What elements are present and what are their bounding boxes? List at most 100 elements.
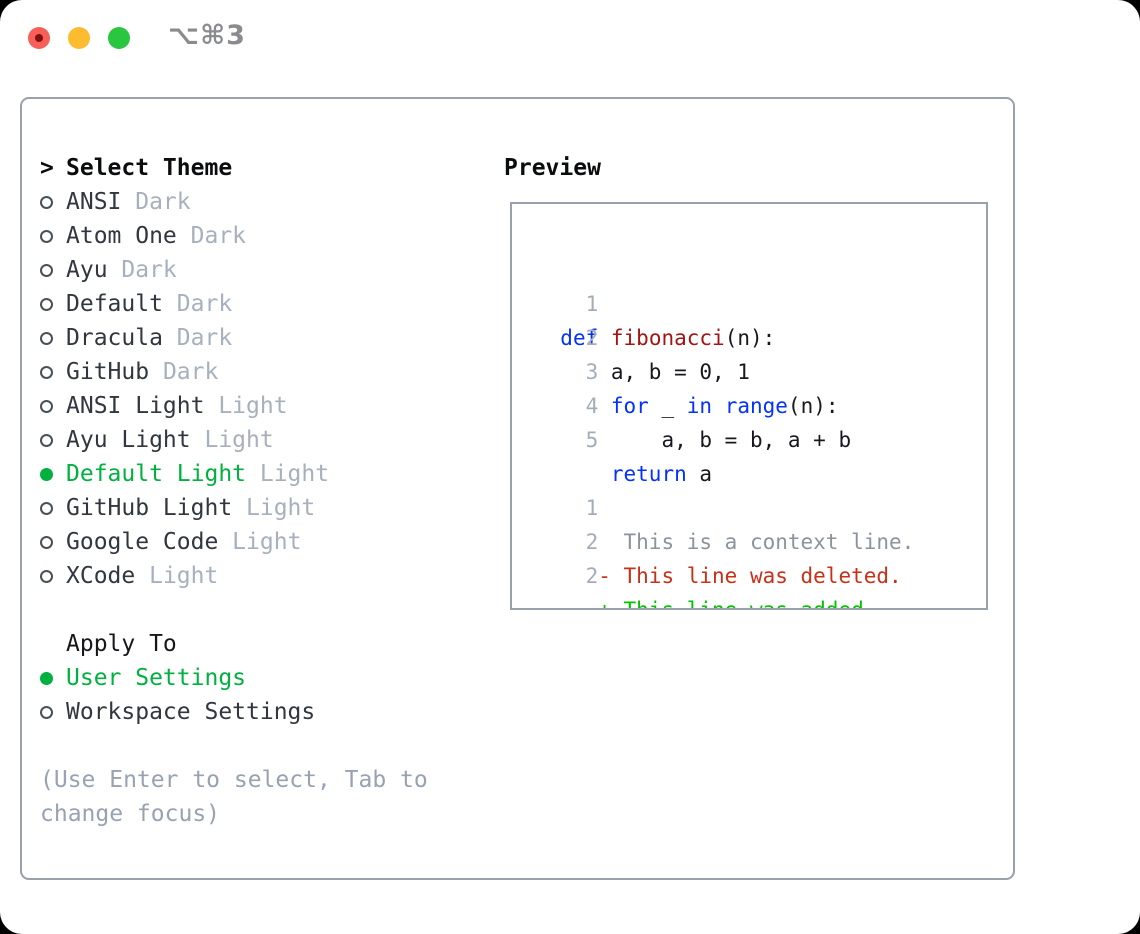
theme-list-item[interactable]: XCode Light <box>40 559 480 593</box>
code-line: 2 - This line was deleted. <box>535 491 986 588</box>
theme-name: ANSI <box>66 189 122 215</box>
line-number: 1 <box>585 496 599 520</box>
radio-icon <box>40 297 53 311</box>
theme-name: Default <box>66 291 163 317</box>
code-token: - This line was deleted. <box>560 564 902 588</box>
traffic-lights <box>28 27 130 49</box>
code-token: This is a context line. <box>560 530 915 554</box>
theme-name: XCode <box>66 563 136 589</box>
preview-title: Preview <box>504 155 601 181</box>
code-token: range <box>724 394 788 418</box>
focus-caret-icon: > <box>40 155 54 181</box>
line-number: 2 <box>585 530 599 554</box>
code-token: in <box>686 394 713 418</box>
line-number: 4 <box>585 394 599 418</box>
line-number: 2 <box>585 326 599 350</box>
theme-list-item[interactable]: Default Dark <box>40 287 480 321</box>
code-line: 4 a, b = b, a + b <box>535 355 986 452</box>
radio-icon <box>40 399 53 413</box>
theme-list-item[interactable]: Atom One Dark <box>40 219 480 253</box>
window-title: ⌥⌘3 <box>168 20 246 51</box>
theme-list-item[interactable]: Ayu Dark <box>40 253 480 287</box>
apply-to-option-label: Workspace Settings <box>66 699 316 725</box>
theme-variant: Light <box>135 563 219 589</box>
theme-name: Dracula <box>66 325 163 351</box>
theme-list-item[interactable]: Ayu Light Light <box>40 423 480 457</box>
code-token: def <box>560 326 599 350</box>
apply-to-option[interactable]: User Settings <box>40 661 480 695</box>
code-line: 2 + This line was added. <box>535 525 986 608</box>
line-number: 2 <box>585 564 599 588</box>
radio-icon <box>40 467 53 481</box>
theme-list-item[interactable]: ANSI Dark <box>40 185 480 219</box>
theme-list-item[interactable]: Google Code Light <box>40 525 480 559</box>
code-line: 3 for _ in range(n): <box>535 321 986 418</box>
code-line: 1 def fibonacci(n): <box>535 253 986 350</box>
theme-variant: Dark <box>121 189 191 215</box>
code-token: fibonacci <box>610 326 725 350</box>
apply-to-title: Apply To <box>66 631 177 657</box>
radio-icon <box>40 705 53 719</box>
close-dot-icon <box>35 34 43 42</box>
theme-name: Atom One <box>66 223 177 249</box>
theme-variant: Light <box>204 393 288 419</box>
theme-variant: Dark <box>162 325 233 351</box>
code-token: a, b = 0, 1 <box>560 360 750 384</box>
preview-pane: 1 def fibonacci(n): 2 a, b = 0, 1 3 for … <box>510 202 988 610</box>
radio-icon <box>40 195 53 209</box>
radio-icon <box>40 433 53 447</box>
theme-name: GitHub <box>66 359 150 385</box>
theme-name: ANSI Light <box>66 393 205 419</box>
theme-name: GitHub Light <box>66 495 233 521</box>
theme-list-item[interactable]: ANSI Light Light <box>40 389 480 423</box>
theme-variant: Dark <box>162 291 233 317</box>
code-token: + This line was added. <box>560 598 877 610</box>
code-token: a, b = b, a + b <box>560 428 852 452</box>
radio-icon <box>40 671 53 685</box>
close-button[interactable] <box>28 27 50 49</box>
theme-name: Default Light <box>66 461 247 487</box>
code-line: 5 return a <box>535 389 986 486</box>
radio-icon <box>40 501 53 515</box>
code-token: _ <box>648 394 687 418</box>
zoom-button[interactable] <box>108 27 130 49</box>
apply-to-option-label: User Settings <box>66 665 247 691</box>
theme-variant: Light <box>218 529 302 555</box>
spacer <box>40 593 480 627</box>
theme-variant: Light <box>190 427 274 453</box>
theme-variant: Light <box>232 495 316 521</box>
radio-icon <box>40 229 53 243</box>
apply-to-list: User Settings Workspace Settings <box>40 661 480 729</box>
theme-name: Google Code <box>66 529 219 555</box>
radio-icon <box>40 535 53 549</box>
spacer <box>40 729 480 763</box>
code-token: for <box>610 394 649 418</box>
code-line: 1 This is a context line. <box>535 457 986 554</box>
apply-to-header: Apply To <box>40 627 480 661</box>
apply-to-option[interactable]: Workspace Settings <box>40 695 480 729</box>
minimize-button[interactable] <box>68 27 90 49</box>
code-token: return <box>610 462 687 486</box>
theme-variant: Dark <box>176 223 247 249</box>
radio-icon <box>40 365 53 379</box>
line-number: 3 <box>585 360 599 384</box>
line-number: 1 <box>585 292 599 316</box>
line-number: 5 <box>585 428 599 452</box>
code-line: 2 a, b = 0, 1 <box>535 287 986 384</box>
theme-list-item[interactable]: Dracula Dark <box>40 321 480 355</box>
code-token: a <box>686 462 713 486</box>
theme-list-item[interactable]: GitHub Dark <box>40 355 480 389</box>
select-theme-title: Select Theme <box>66 155 233 181</box>
code-token: (n): <box>724 326 776 350</box>
theme-picker-panel: > Select Theme ANSI Dark Atom One Dark A… <box>20 97 1015 880</box>
theme-variant: Light <box>246 461 330 487</box>
theme-list-item[interactable]: GitHub Light Light <box>40 491 480 525</box>
theme-name: Ayu <box>66 257 108 283</box>
theme-variant: Dark <box>107 257 177 283</box>
radio-icon <box>40 569 53 583</box>
theme-variant: Dark <box>149 359 219 385</box>
theme-list-item[interactable]: Default Light Light <box>40 457 480 491</box>
code-token: (n): <box>787 394 839 418</box>
theme-name: Ayu Light <box>66 427 191 453</box>
